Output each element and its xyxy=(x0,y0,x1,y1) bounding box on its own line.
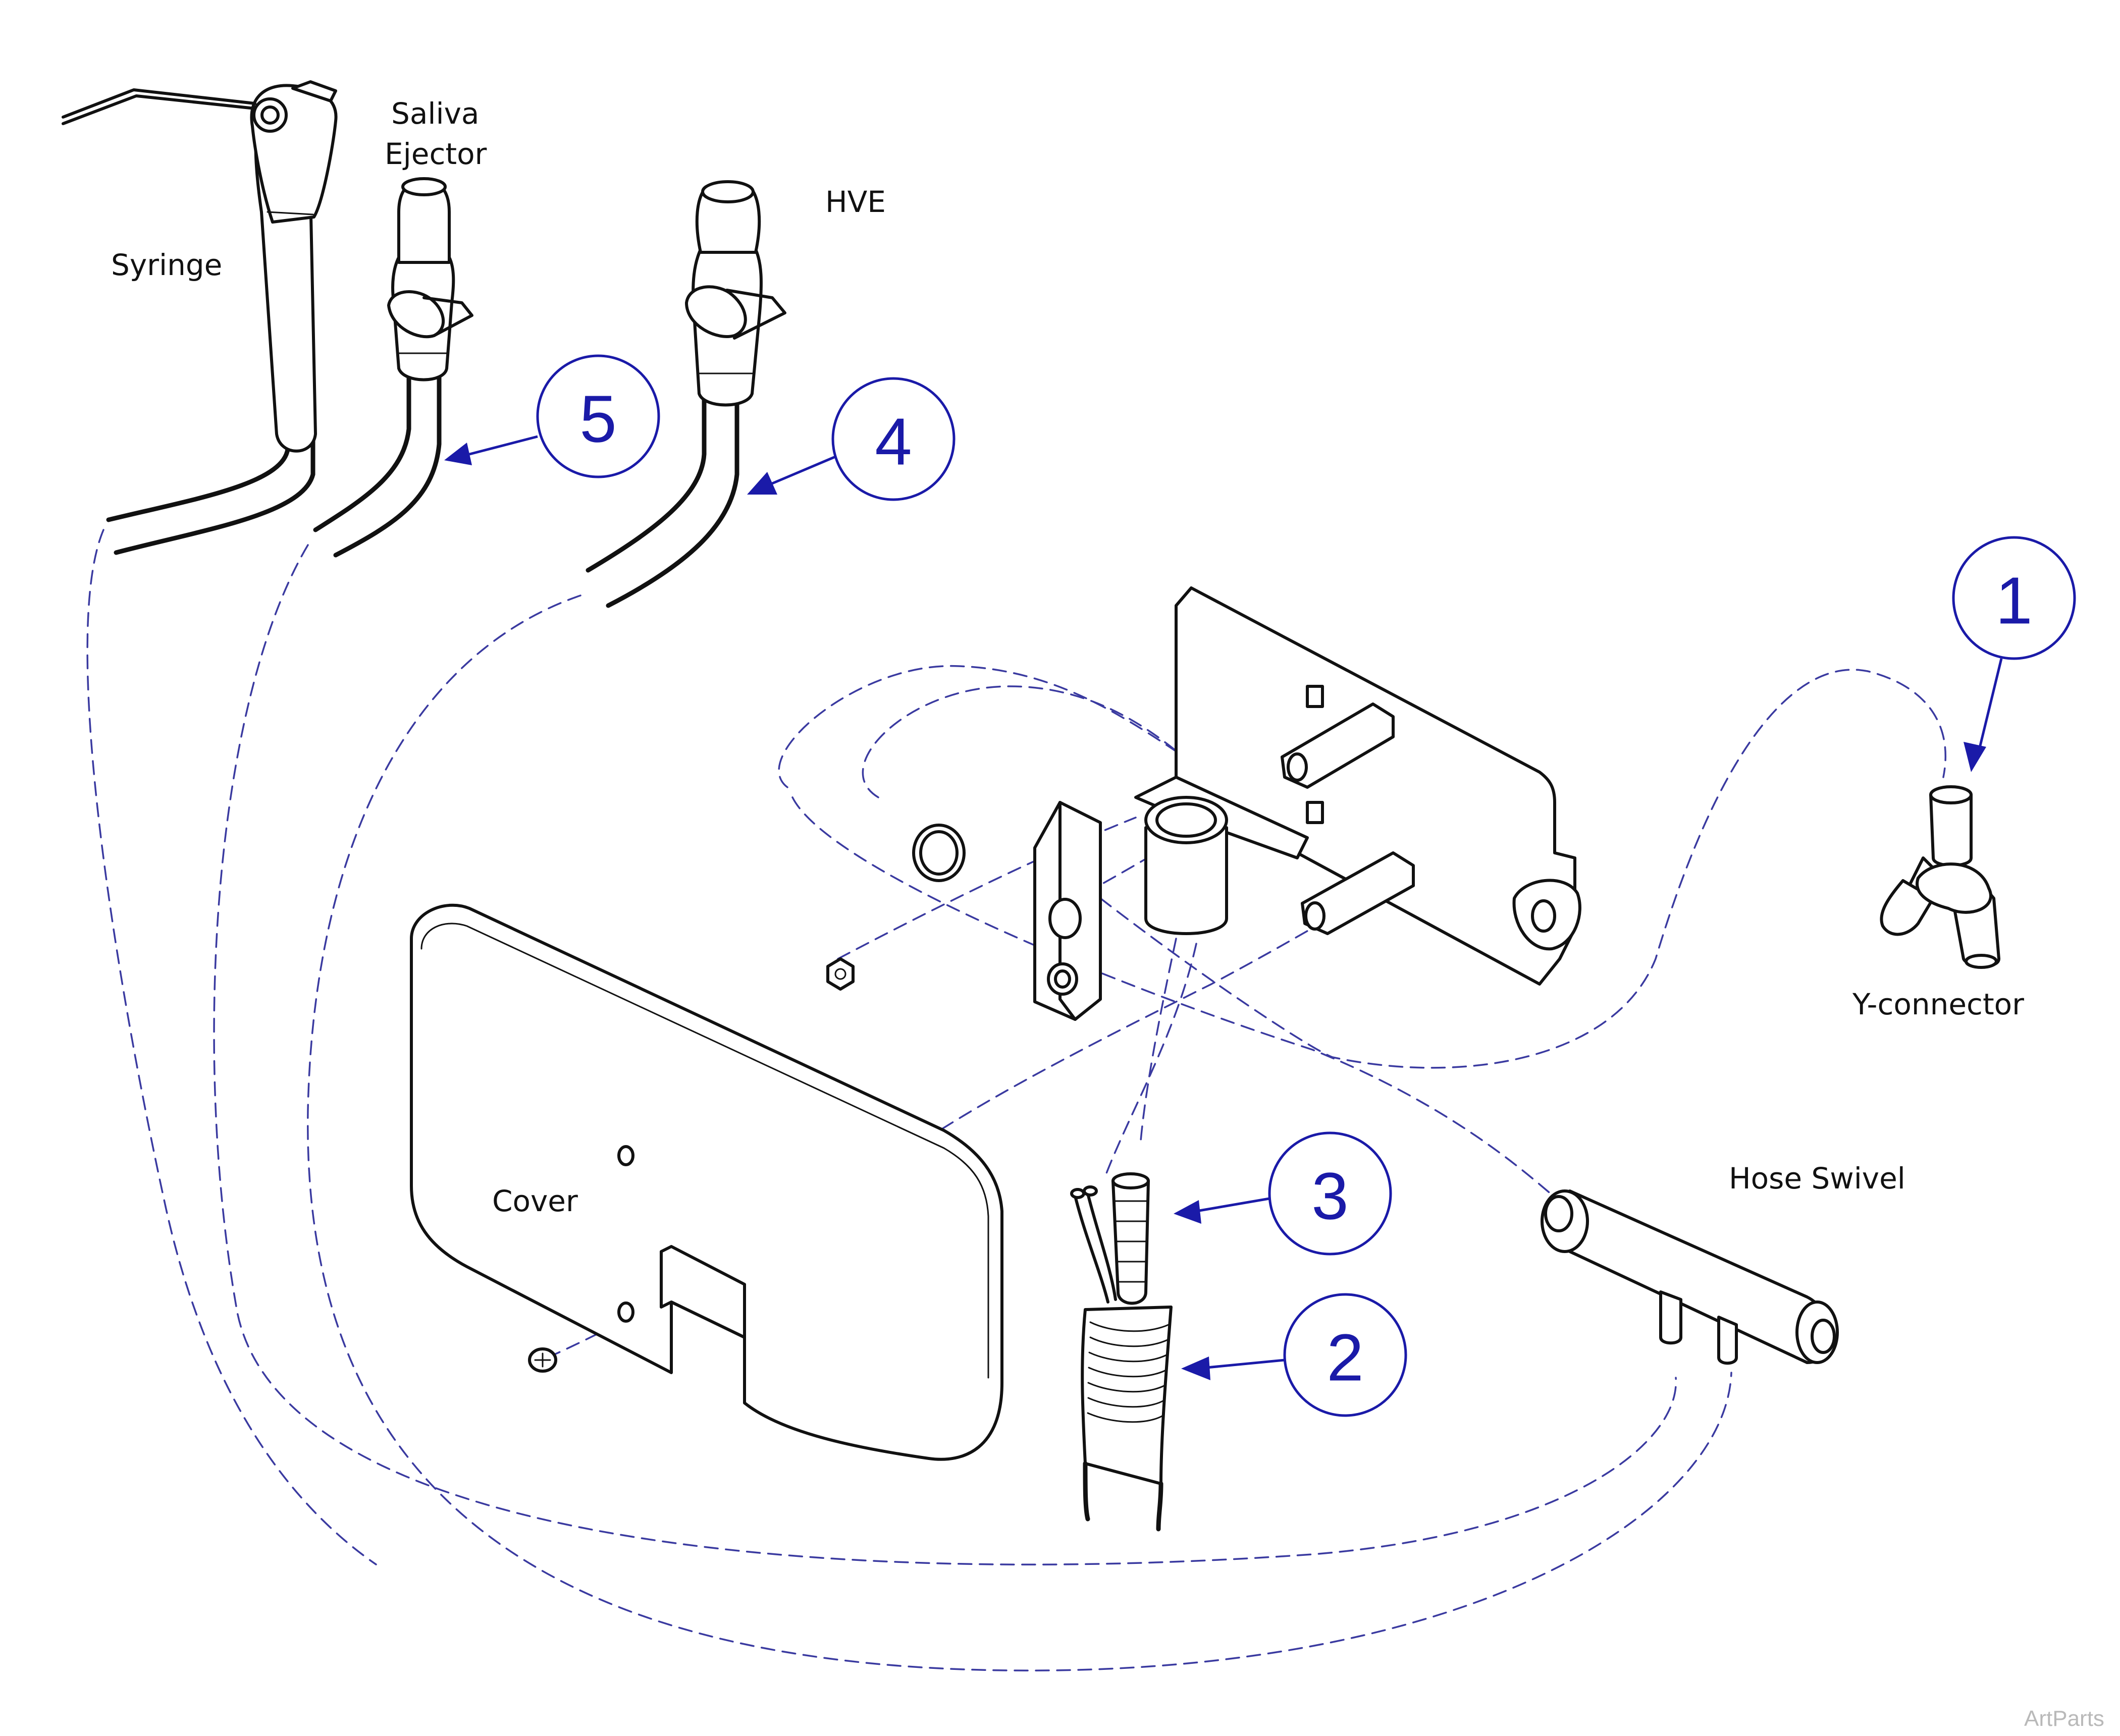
standoff-upper xyxy=(1281,685,1395,789)
saliva-ejector xyxy=(313,177,473,558)
label-y-connector: Y-connector xyxy=(1852,987,2024,1021)
o-ring xyxy=(912,824,966,882)
clip-plate xyxy=(1033,801,1102,1021)
cover xyxy=(410,903,1003,1461)
label-saliva-ejector-line2: Ejector xyxy=(385,137,487,171)
hve xyxy=(586,180,786,608)
syringe xyxy=(62,80,338,555)
callout-3: 3 xyxy=(1174,1131,1392,1256)
callout-1: 1 xyxy=(1952,536,2076,772)
conduit-bundle xyxy=(1070,1172,1173,1532)
label-syringe: Syringe xyxy=(111,248,222,282)
callout-4: 4 xyxy=(747,377,956,501)
callout-number-2: 2 xyxy=(1327,1321,1363,1395)
label-hve: HVE xyxy=(825,185,886,219)
routing-paths xyxy=(86,529,1946,1671)
screw xyxy=(528,1347,557,1373)
conduit-rings xyxy=(1087,1321,1170,1423)
callout-number-5: 5 xyxy=(579,382,616,456)
callout-number-4: 4 xyxy=(875,405,912,479)
callout-5: 5 xyxy=(444,354,660,478)
label-cover: Cover xyxy=(492,1184,578,1218)
part-labels: Syringe Saliva Ejector HVE Y-connector H… xyxy=(111,96,2024,1218)
nut xyxy=(826,957,855,991)
hose-swivel xyxy=(1541,1189,1839,1365)
label-saliva-ejector-line1: Saliva xyxy=(391,96,479,131)
callout-2: 2 xyxy=(1181,1293,1407,1417)
callout-number-3: 3 xyxy=(1311,1159,1348,1233)
label-hose-swivel: Hose Swivel xyxy=(1729,1161,1905,1196)
y-connector xyxy=(1880,785,2000,969)
mounting-bracket xyxy=(826,586,1581,1021)
watermark: ArtParts xyxy=(2024,1706,2104,1731)
callout-number-1: 1 xyxy=(1995,564,2032,638)
standoff-lower xyxy=(1301,801,1415,935)
holster-cup xyxy=(1144,796,1228,935)
